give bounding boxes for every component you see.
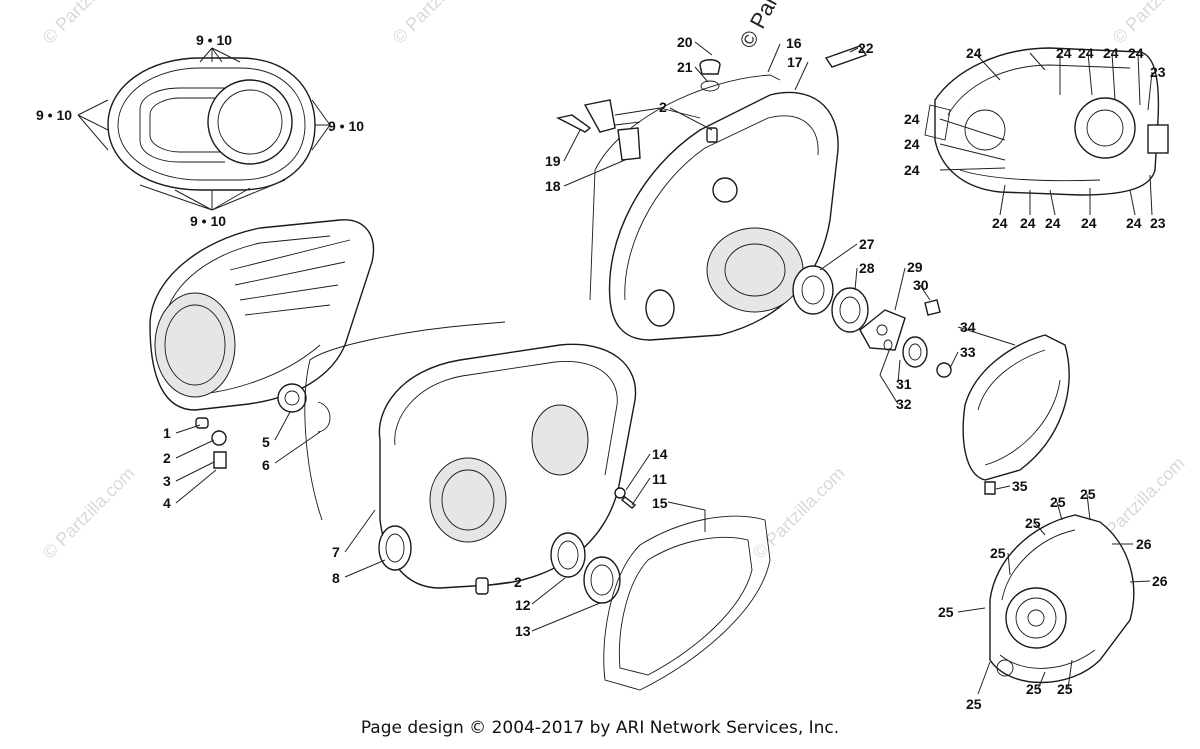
watermark-text: © Partzilla.com	[39, 0, 139, 48]
callout-25: 25	[990, 545, 1006, 561]
callout-2: 2	[659, 99, 667, 115]
callout-9-10-top: 9 • 10	[196, 32, 232, 48]
stator-cover-inner-view	[989, 514, 1135, 684]
callout-24: 24	[1045, 215, 1061, 231]
watermark-text: © Partzilla.com	[1109, 0, 1200, 48]
callout-1: 1	[163, 425, 171, 441]
callout-8: 8	[332, 570, 340, 586]
callout-25: 25	[966, 696, 982, 712]
callout-12: 12	[515, 597, 531, 613]
callout-9-10-right: 9 • 10	[328, 118, 364, 134]
watermark-text: © Partzilla.com	[39, 463, 139, 563]
callout-32: 32	[896, 396, 912, 412]
callout-22: 22	[858, 40, 874, 56]
callout-24: 24	[1126, 215, 1142, 231]
callout-26: 26	[1136, 536, 1152, 552]
callout-20: 20	[677, 34, 693, 50]
callout-9-10-left: 9 • 10	[36, 107, 72, 123]
callout-25: 25	[1080, 486, 1096, 502]
callout-7: 7	[332, 544, 340, 560]
crankcase-right-half	[555, 45, 868, 341]
callout-21: 21	[677, 59, 693, 75]
callout-24: 24	[1128, 45, 1144, 61]
callout-24: 24	[1020, 215, 1036, 231]
watermark-text: © Partzilla.com	[389, 0, 489, 48]
callout-24: 24	[966, 45, 982, 61]
callout-27: 27	[859, 236, 875, 252]
callout-24: 24	[904, 136, 920, 152]
callout-24: 24	[904, 162, 920, 178]
callout-16: 16	[786, 35, 802, 51]
callout-35: 35	[1012, 478, 1028, 494]
callout-13: 13	[515, 623, 531, 639]
callout-24: 24	[1056, 45, 1072, 61]
callout-2: 2	[163, 450, 171, 466]
leader-lines	[77, 41, 1153, 695]
stator-cover-34	[962, 334, 1070, 495]
callout-23: 23	[1150, 64, 1166, 80]
callout-labels: 9 • 10 9 • 10 9 • 10 9 • 10 1 2 3 4 5 6 …	[36, 32, 1168, 712]
clutch-cover-inner	[149, 219, 375, 469]
callout-24: 24	[1081, 215, 1097, 231]
callout-5: 5	[262, 434, 270, 450]
callout-25: 25	[1025, 515, 1041, 531]
gasket-15	[603, 515, 771, 691]
callout-30: 30	[913, 277, 929, 293]
bearing-and-seal-stack	[792, 265, 952, 378]
callout-18: 18	[545, 178, 561, 194]
callout-4: 4	[163, 495, 171, 511]
crankcase-top-view	[924, 47, 1169, 196]
callout-14: 14	[652, 446, 668, 462]
callout-25: 25	[1057, 681, 1073, 697]
callout-17: 17	[787, 54, 803, 70]
callout-15: 15	[652, 495, 668, 511]
callout-24: 24	[1103, 45, 1119, 61]
callout-26: 26	[1152, 573, 1168, 589]
callout-6: 6	[262, 457, 270, 473]
callout-33: 33	[960, 344, 976, 360]
callout-24: 24	[992, 215, 1008, 231]
callout-3: 3	[163, 473, 171, 489]
callout-24: 24	[904, 111, 920, 127]
crankcase-left-half	[304, 321, 637, 604]
watermark-text: © Partzilla.com	[749, 463, 849, 563]
callout-25: 25	[1026, 681, 1042, 697]
callout-25: 25	[1050, 494, 1066, 510]
callout-25: 25	[938, 604, 954, 620]
callout-2: 2	[514, 574, 522, 590]
callout-9-10-bottom: 9 • 10	[190, 213, 226, 229]
callout-31: 31	[896, 376, 912, 392]
outer-clutch-cover-top-view	[107, 57, 316, 191]
callout-28: 28	[859, 260, 875, 276]
callout-23: 23	[1150, 215, 1166, 231]
callout-24: 24	[1078, 45, 1094, 61]
callout-19: 19	[545, 153, 561, 169]
callout-11: 11	[652, 471, 667, 487]
callout-34: 34	[960, 319, 976, 335]
callout-29: 29	[907, 259, 923, 275]
copyright-footer: Page design © 2004-2017 by ARI Network S…	[360, 718, 840, 738]
